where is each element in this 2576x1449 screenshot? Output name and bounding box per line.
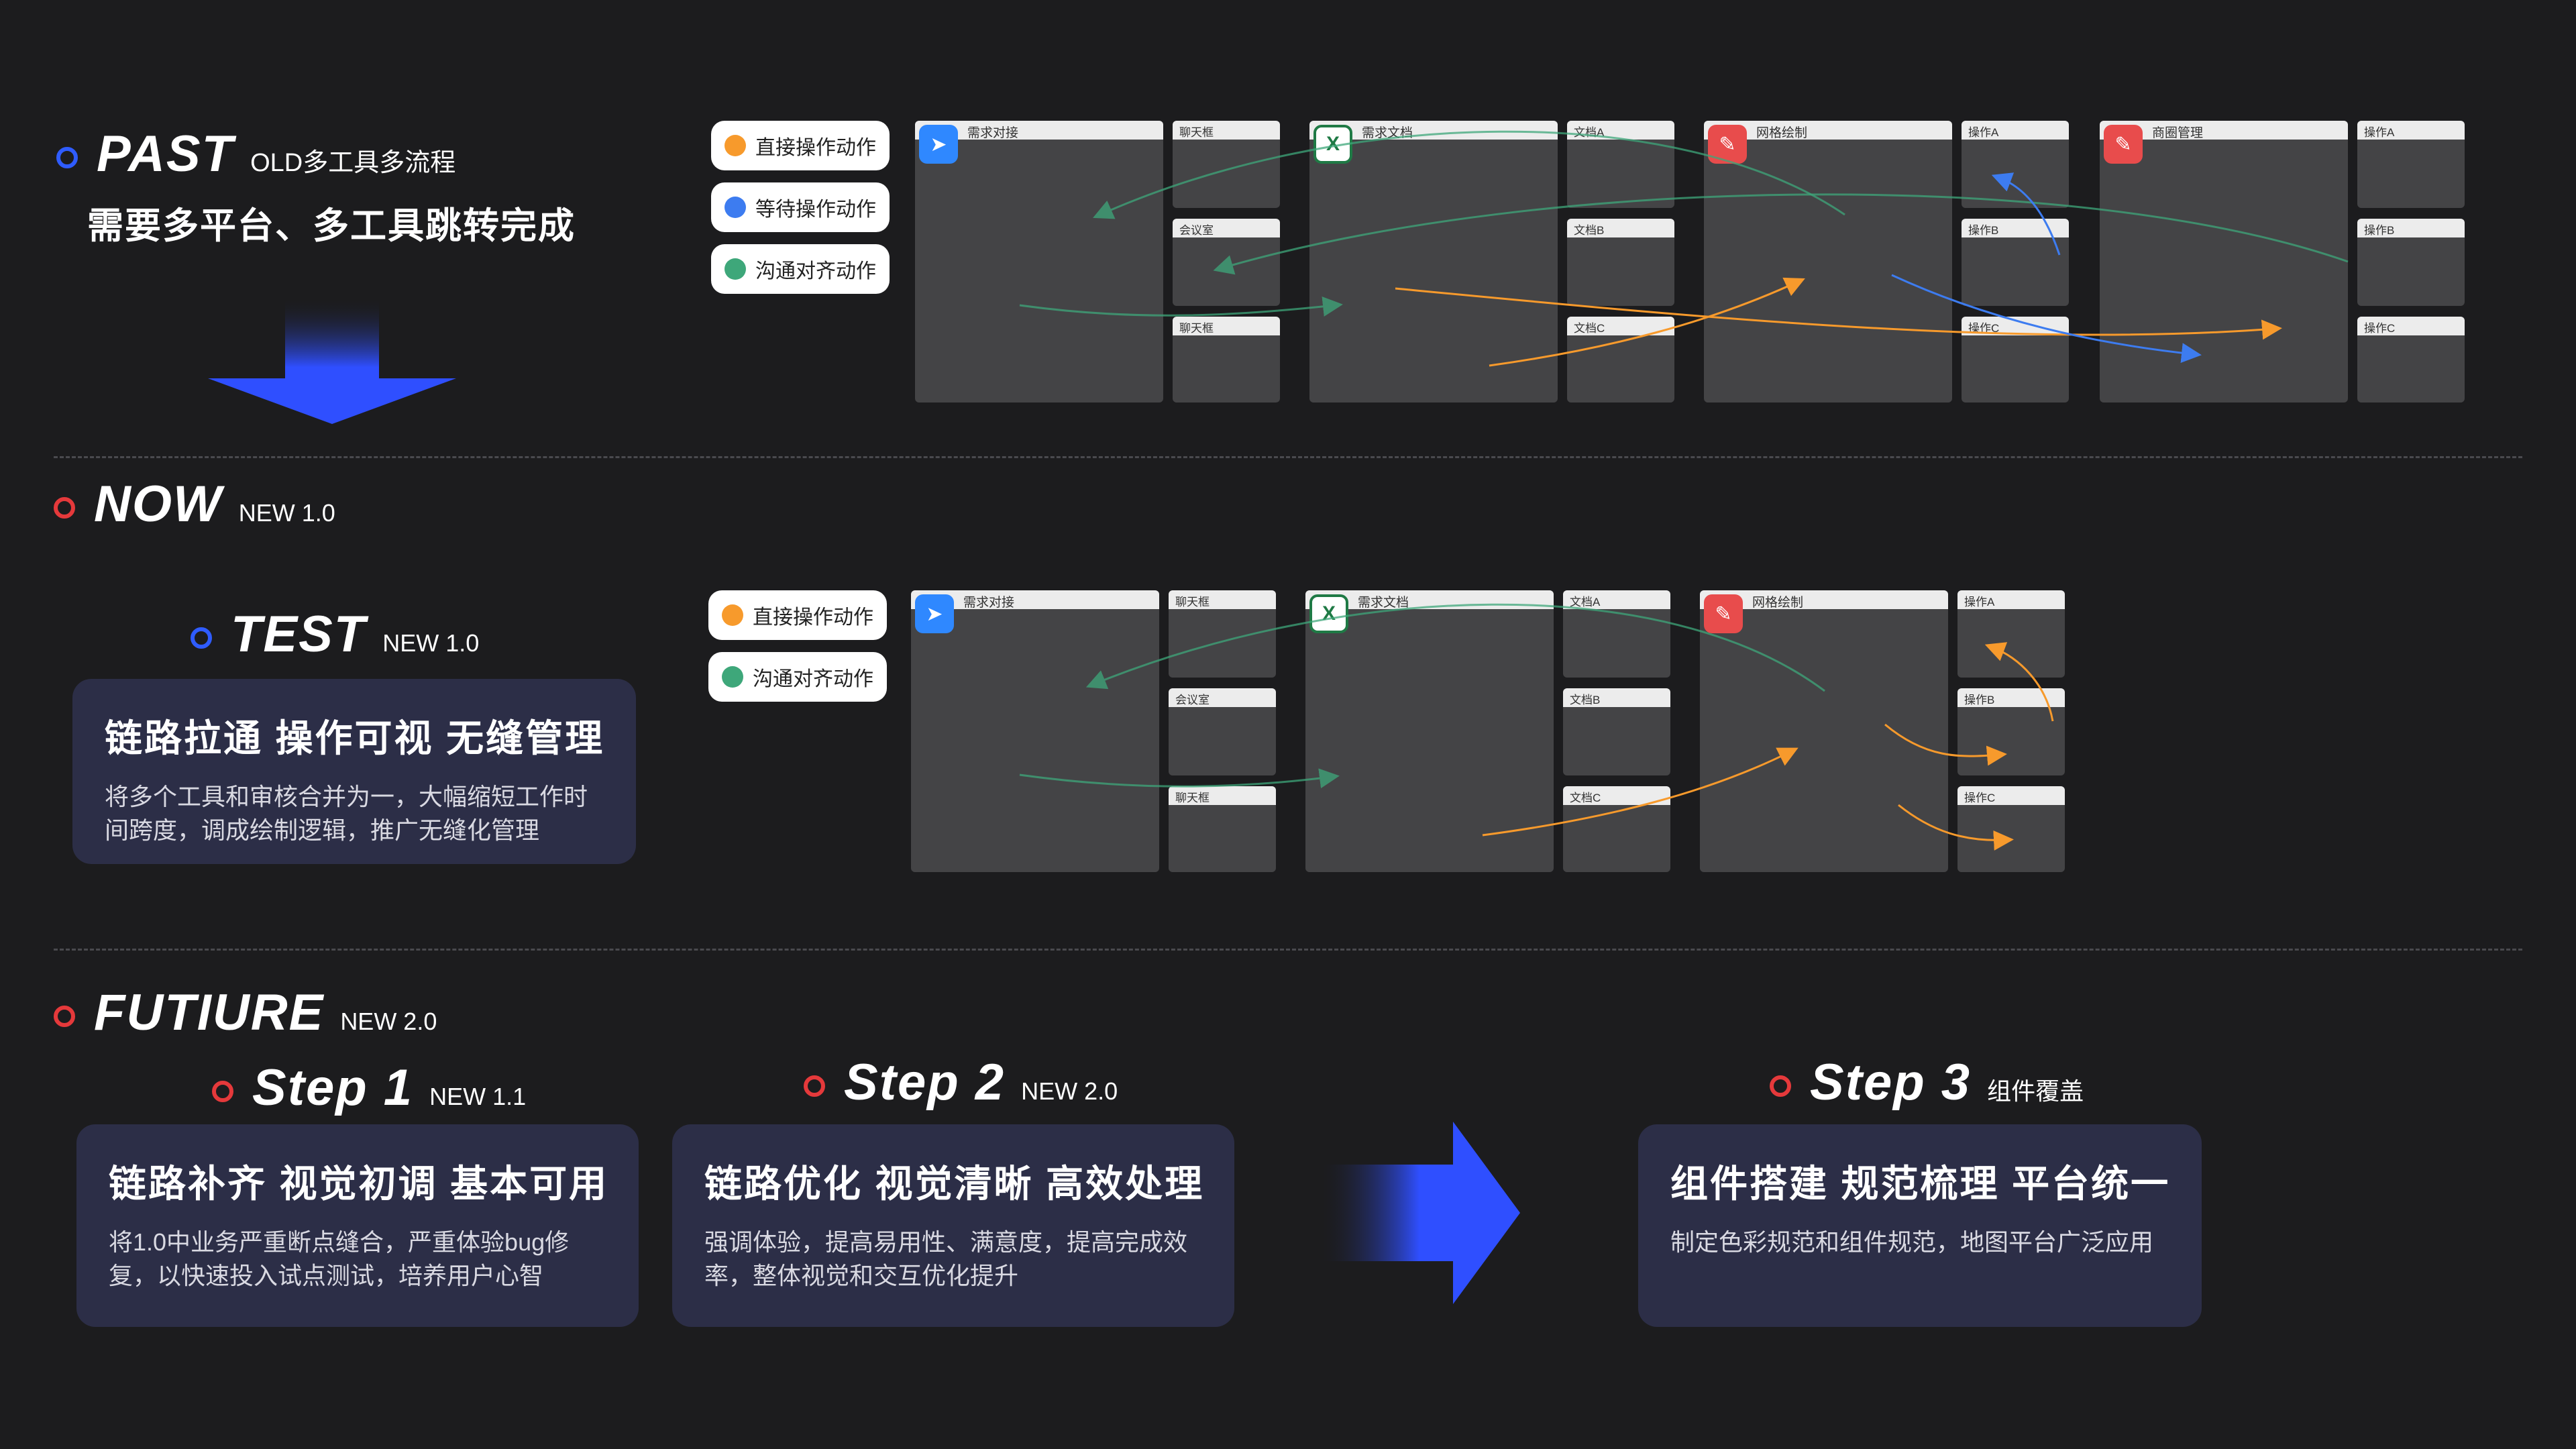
window-op-c: 操作C <box>1962 317 2069 402</box>
window-op-b: 操作B <box>1962 219 2069 306</box>
window-op-c-now: 操作C <box>1957 786 2065 872</box>
step3-title: Step 3 <box>1810 1054 1972 1111</box>
excel-icon: X <box>1309 594 1348 633</box>
test-header: TEST NEW 1.0 <box>191 605 479 663</box>
step3-ring-icon <box>1770 1075 1791 1097</box>
window-doc-c: 文档C <box>1567 317 1674 402</box>
window-meeting-room: 会议室 <box>1173 219 1280 306</box>
test-title: TEST <box>231 606 367 663</box>
test-ring-icon <box>191 627 212 649</box>
step1-card: 链路补齐 视觉初调 基本可用 将1.0中业务严重断点缝合，严重体验bug修复，以… <box>76 1124 639 1327</box>
past-description: 需要多平台、多工具跳转完成 <box>87 206 576 246</box>
test-card: 链路拉通 操作可视 无缝管理 将多个工具和审核合并为一，大幅缩短工作时间跨度，调… <box>72 679 636 864</box>
down-arrow-icon <box>208 298 456 424</box>
step1-title: Step 1 <box>252 1059 414 1116</box>
window-op-a-now: 操作A <box>1957 590 2065 678</box>
section-divider-2 <box>54 949 2522 951</box>
window-doc-c-now: 文档C <box>1563 786 1670 872</box>
right-arrow-icon <box>1319 1122 1520 1304</box>
step1-ring-icon <box>212 1081 233 1102</box>
step1-header: Step 1 NEW 1.1 <box>212 1059 526 1117</box>
green-dot-icon <box>724 258 746 280</box>
legend-direct-action: 直接操作动作 <box>711 121 890 170</box>
orange-dot-icon <box>722 604 743 626</box>
window-doc-a: 文档A <box>1567 121 1674 208</box>
window-meeting-room-now: 会议室 <box>1169 688 1276 775</box>
step2-card: 链路优化 视觉清晰 高效处理 强调体验，提高易用性、满意度，提高完成效率，整体视… <box>672 1124 1234 1327</box>
past-header: PAST OLD多工具多流程 <box>56 125 455 183</box>
draw-tool-icon: ✎ <box>1704 594 1743 633</box>
future-subtitle: NEW 2.0 <box>340 1008 437 1035</box>
step1-card-desc: 将1.0中业务严重断点缝合，严重体验bug修复，以快速投入试点测试，培养用户心智 <box>109 1228 570 1289</box>
draw-tool-icon: ✎ <box>1708 125 1747 164</box>
step2-card-desc: 强调体验，提高易用性、满意度，提高完成效率，整体视觉和交互优化提升 <box>704 1228 1188 1289</box>
window-chat-box-now-2: 聊天框 <box>1169 786 1276 872</box>
step2-title: Step 2 <box>844 1054 1006 1111</box>
section-divider <box>54 456 2522 458</box>
window-op-b-now: 操作B <box>1957 688 2065 775</box>
window-chat-box: 聊天框 <box>1173 121 1280 208</box>
now-ring-icon <box>54 497 75 519</box>
step3-subtitle: 组件覆盖 <box>1987 1077 2084 1105</box>
window-op-b-2: 操作B <box>2357 219 2465 306</box>
test-card-desc: 将多个工具和审核合并为一，大幅缩短工作时间跨度，调成绘制逻辑，推广无缝化管理 <box>105 783 588 844</box>
window-doc-b: 文档B <box>1567 219 1674 306</box>
dingtalk-icon: ➤ <box>919 125 958 164</box>
dingtalk-icon: ➤ <box>915 594 954 633</box>
excel-icon: X <box>1313 125 1352 164</box>
window-op-a: 操作A <box>1962 121 2069 208</box>
now-subtitle: NEW 1.0 <box>238 499 335 527</box>
step3-card-title: 组件搭建 规范梳理 平台统一 <box>1670 1163 2171 1205</box>
test-subtitle: NEW 1.0 <box>382 629 480 657</box>
step3-card-desc: 制定色彩规范和组件规范，地图平台广泛应用 <box>1670 1228 2154 1256</box>
legend-direct-action-2: 直接操作动作 <box>708 590 887 640</box>
past-title: PAST <box>97 125 235 182</box>
future-title: FUTIURE <box>94 984 325 1041</box>
window-doc-b-now: 文档B <box>1563 688 1670 775</box>
blue-dot-icon <box>724 197 746 218</box>
orange-dot-icon <box>724 135 746 156</box>
window-op-c-2: 操作C <box>2357 317 2465 402</box>
now-header: NOW NEW 1.0 <box>54 475 335 533</box>
step2-header: Step 2 NEW 2.0 <box>804 1053 1118 1112</box>
legend-align-action-2: 沟通对齐动作 <box>708 652 887 702</box>
future-ring-icon <box>54 1006 75 1027</box>
step2-ring-icon <box>804 1075 825 1097</box>
future-header: FUTIURE NEW 2.0 <box>54 983 437 1042</box>
past-ring-icon <box>56 147 78 168</box>
test-card-title: 链路拉通 操作可视 无缝管理 <box>105 717 605 759</box>
draw-tool-icon: ✎ <box>2104 125 2143 164</box>
window-doc-a-now: 文档A <box>1563 590 1670 678</box>
step1-subtitle: NEW 1.1 <box>429 1083 527 1110</box>
step3-header: Step 3 组件覆盖 <box>1770 1053 2084 1112</box>
past-subtitle: OLD多工具多流程 <box>250 149 456 177</box>
step2-card-title: 链路优化 视觉清晰 高效处理 <box>704 1163 1205 1205</box>
window-op-a-2: 操作A <box>2357 121 2465 208</box>
legend-align-action: 沟通对齐动作 <box>711 244 890 294</box>
window-chat-box-now: 聊天框 <box>1169 590 1276 678</box>
step3-card: 组件搭建 规范梳理 平台统一 制定色彩规范和组件规范，地图平台广泛应用 <box>1638 1124 2202 1327</box>
legend-wait-action: 等待操作动作 <box>711 182 890 232</box>
green-dot-icon <box>722 666 743 688</box>
step2-subtitle: NEW 2.0 <box>1021 1077 1118 1105</box>
window-chat-box-2: 聊天框 <box>1173 317 1280 402</box>
now-title: NOW <box>94 476 223 533</box>
step1-card-title: 链路补齐 视觉初调 基本可用 <box>109 1163 609 1205</box>
